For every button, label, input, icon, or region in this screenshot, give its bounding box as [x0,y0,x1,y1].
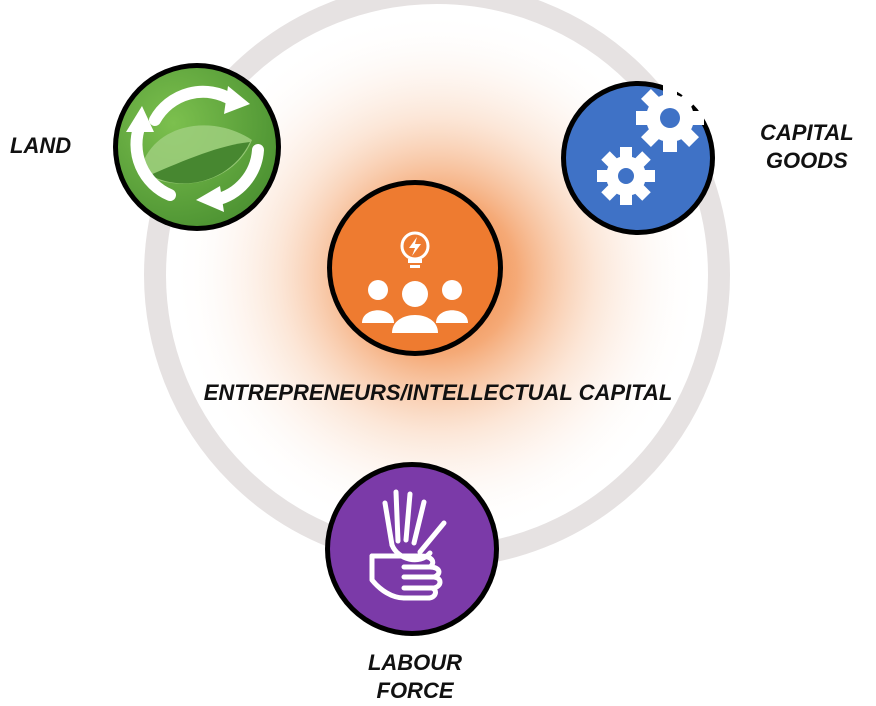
team-idea-icon [362,231,468,333]
entrepreneurs-label: ENTREPRENEURS/INTELLECTUAL CAPITAL [203,380,673,405]
capital-goods-node [561,81,715,235]
entrepreneurs-node [327,180,503,356]
capital-goods-label: CAPITAL GOODS [760,119,854,175]
labour-force-label-line-1: LABOUR [367,650,463,675]
land-node [113,63,281,231]
capital-goods-label-line-2: GOODS [765,148,848,173]
capital-goods-label-line-1: CAPITAL [760,120,854,145]
labour-force-label-line-2: FORCE [376,678,454,703]
labour-force-label: LABOUR FORCE [350,649,480,705]
sign-language-hands-icon [369,489,447,601]
land-label: LAND [10,133,72,158]
labour-force-node [325,462,499,636]
recycle-leaf-icon [126,85,264,212]
